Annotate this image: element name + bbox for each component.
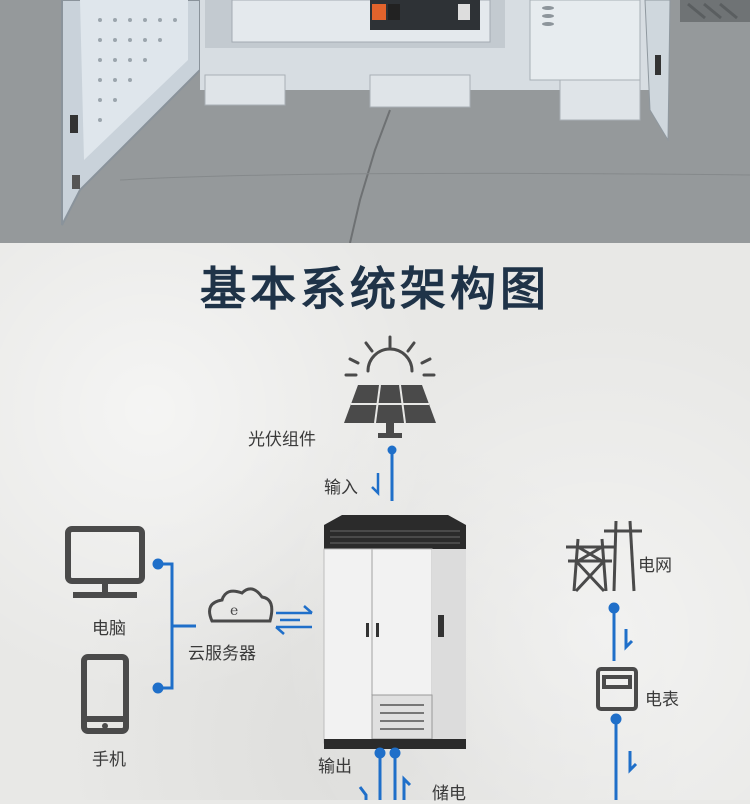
output-label: 输出 <box>318 757 352 777</box>
sun-icon <box>344 335 436 377</box>
cloud-link-arrows <box>275 605 313 635</box>
device-bracket-connector <box>152 558 196 694</box>
cabinet-photo-illustration <box>0 0 750 243</box>
energy-storage-cabinet-icon <box>323 515 466 749</box>
phone-label: 手机 <box>92 750 126 770</box>
power-grid-icon <box>566 520 642 593</box>
meter-down-connector <box>610 713 638 800</box>
pv-module-label: 光伏组件 <box>248 430 316 450</box>
cloud-server-label: 云服务器 <box>188 644 256 664</box>
input-connector <box>371 445 397 501</box>
phone-icon <box>81 654 129 734</box>
system-architecture-diagram: 基本系统架构图 <box>0 243 750 804</box>
meter-label: 电表 <box>645 690 679 710</box>
solar-panel-icon <box>344 384 436 438</box>
cloud-server-icon <box>208 587 274 623</box>
grid-label: 电网 <box>638 556 672 576</box>
electric-meter-icon <box>596 667 638 711</box>
output-storage-connector <box>358 747 412 800</box>
cloud-icon-letter: e <box>230 603 239 619</box>
computer-label: 电脑 <box>92 619 126 639</box>
product-photo <box>0 0 750 243</box>
storage-label: 储电 <box>432 784 466 804</box>
diagram-title: 基本系统架构图 <box>200 262 550 316</box>
input-label: 输入 <box>324 478 358 498</box>
diagram-canvas <box>65 335 642 800</box>
grid-meter-connector <box>608 602 634 661</box>
computer-icon <box>65 526 145 598</box>
